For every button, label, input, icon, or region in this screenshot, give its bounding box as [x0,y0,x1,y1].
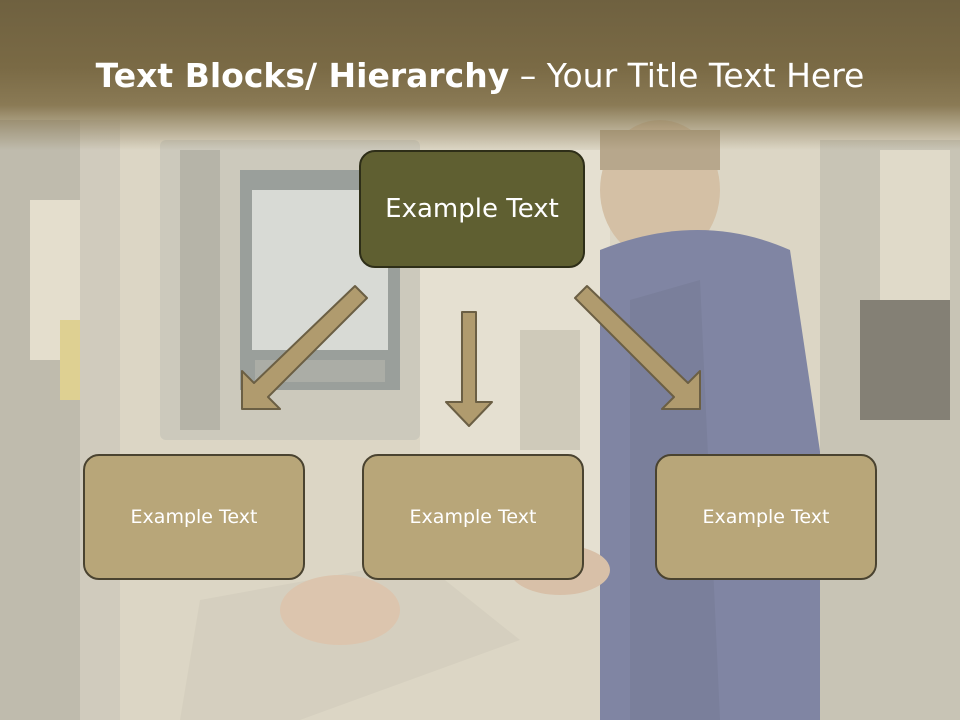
child-box-right[interactable]: Example Text [655,454,877,580]
child-box-label: Example Text [130,506,258,528]
title-bold: Text Blocks/ Hierarchy [95,56,510,95]
child-box-label: Example Text [409,506,537,528]
arrow-left [241,285,368,410]
child-box-left[interactable]: Example Text [83,454,305,580]
child-box-label: Example Text [702,506,830,528]
child-box-center[interactable]: Example Text [362,454,584,580]
title-rest: – Your Title Text Here [509,56,865,95]
title-band [0,0,960,150]
top-level-box[interactable]: Example Text [359,150,585,268]
arrow-center [445,311,493,427]
top-level-label: Example Text [385,194,559,224]
arrow-right [574,285,701,410]
slide-title: Text Blocks/ Hierarchy – Your Title Text… [0,52,960,100]
